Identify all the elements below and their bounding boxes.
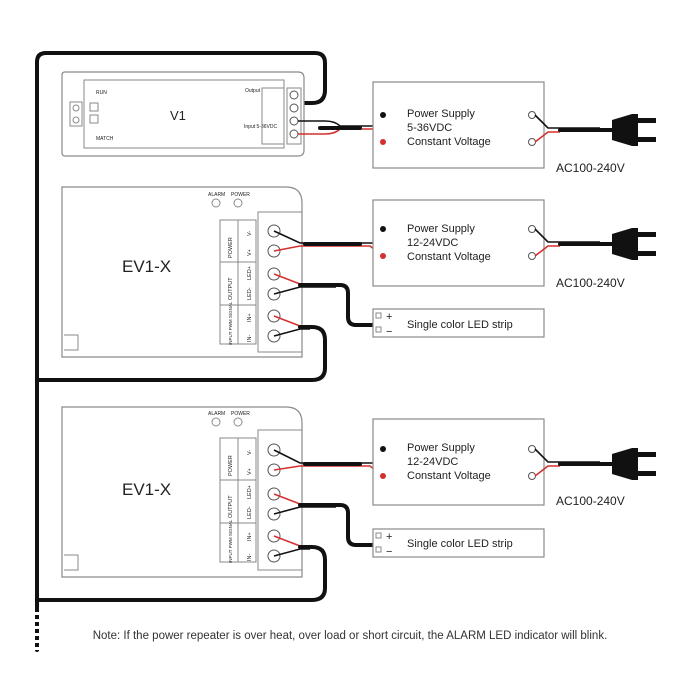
v1-terminal-4 bbox=[289, 129, 299, 139]
ev2-power-led-label: POWER bbox=[231, 411, 250, 417]
ps1-line2: 5-36VDC bbox=[407, 122, 452, 134]
ev1-term-label-in-: IN- bbox=[247, 335, 253, 343]
v1-positive-wire bbox=[298, 128, 383, 143]
ev2-signal-cable bbox=[35, 545, 327, 602]
v1-controller: RUN MATCH V1 Output Input 5-36VDC bbox=[61, 71, 305, 157]
ps2-line3: Constant Voltage bbox=[407, 251, 491, 263]
ev2-term-label-v+: V+ bbox=[247, 468, 253, 475]
ev1x-repeater-2: ALARM POWER EV1-X POWER OUTPUT INPUT PWM… bbox=[61, 406, 303, 578]
ev2-led-cable bbox=[298, 503, 380, 547]
ev2-term-label-in+: IN+ bbox=[247, 532, 253, 541]
ev2-power-group: POWER bbox=[228, 455, 234, 476]
ev1-term-label-led+: LED+ bbox=[247, 266, 253, 280]
ev1-power-group: POWER bbox=[228, 237, 234, 258]
led-strip-1: + − Single color LED strip bbox=[372, 308, 545, 338]
ev2-output-group: OUTPUT bbox=[228, 495, 234, 518]
ps3-ac-label: AC100-240V bbox=[556, 494, 625, 508]
v1-terminal-3 bbox=[289, 116, 299, 126]
ev2-term-label-in-: IN- bbox=[247, 554, 253, 562]
ev1x-repeater-1: ALARM POWER EV1-X POWER OUTPUT INPUT PWM… bbox=[61, 186, 303, 358]
ps1-line3: Constant Voltage bbox=[407, 136, 491, 148]
led-strip-2: + − Single color LED strip bbox=[372, 528, 545, 558]
v1-input-label: Input 5-36VDC bbox=[244, 124, 277, 130]
ps1-ac-wire-black bbox=[534, 114, 600, 129]
ps1-plug-icon bbox=[612, 114, 656, 146]
ps1-ac-label: AC100-240V bbox=[556, 161, 625, 175]
ev2-term-label-v-: V- bbox=[247, 450, 253, 455]
ev1-output-group: OUTPUT bbox=[228, 277, 234, 300]
ps3-ac-wire-red bbox=[534, 465, 560, 477]
ev1-term-label-v+: V+ bbox=[247, 249, 253, 256]
ps3-ac-wire-black bbox=[534, 448, 600, 463]
ev1-term-label-v-: V- bbox=[247, 231, 253, 236]
v1-output-label: Output bbox=[245, 88, 261, 94]
ps3-plug-icon bbox=[612, 448, 656, 480]
ev2-model-label: EV1-X bbox=[122, 480, 171, 499]
led1-label: Single color LED strip bbox=[407, 319, 513, 331]
ev1-signal-cable bbox=[35, 325, 327, 382]
v1-terminal-2 bbox=[289, 103, 299, 113]
ps3-line1: Power Supply bbox=[407, 442, 475, 454]
led2-plus: + bbox=[386, 531, 392, 543]
v1-negative-wire bbox=[298, 120, 380, 127]
v1-run-label: RUN bbox=[96, 90, 107, 96]
v1-model-label: V1 bbox=[170, 108, 186, 123]
ps3-line3: Constant Voltage bbox=[407, 470, 491, 482]
power-supply-3: Power Supply 12-24VDC Constant Voltage bbox=[372, 418, 545, 506]
ps2-line1: Power Supply bbox=[407, 223, 475, 235]
ps1-line1: Power Supply bbox=[407, 108, 475, 120]
v1-terminal-1 bbox=[289, 90, 299, 100]
ev1-input-group: INPUT PWM SIGNAL bbox=[228, 301, 233, 345]
ev1-model-label: EV1-X bbox=[122, 257, 171, 276]
ps2-line2: 12-24VDC bbox=[407, 237, 458, 249]
power-supply-1: Power Supply 5-36VDC Constant Voltage bbox=[372, 81, 545, 169]
ev1-led-cable bbox=[298, 283, 380, 327]
ev1-power-led-label: POWER bbox=[231, 192, 250, 198]
led1-minus: − bbox=[386, 326, 392, 338]
ps2-ac-wire-black bbox=[534, 228, 600, 243]
ps1-ac-wire-red bbox=[534, 131, 560, 143]
led2-minus: − bbox=[386, 546, 392, 558]
power-supply-2: Power Supply 12-24VDC Constant Voltage bbox=[372, 199, 545, 287]
ev1-term-label-led-: LED- bbox=[247, 287, 253, 300]
ps3-line2: 12-24VDC bbox=[407, 456, 458, 468]
ev1-alarm-label: ALARM bbox=[208, 192, 225, 198]
ps2-plug-icon bbox=[612, 228, 656, 260]
ev2-term-label-led-: LED- bbox=[247, 506, 253, 519]
signal-bus-wire bbox=[35, 51, 327, 652]
ev2-input-group: INPUT PWM SIGNAL bbox=[228, 519, 233, 563]
led1-plus: + bbox=[386, 311, 392, 323]
ps2-ac-wire-red bbox=[534, 245, 560, 257]
ev2-term-label-led+: LED+ bbox=[247, 485, 253, 499]
ev2-alarm-label: ALARM bbox=[208, 411, 225, 417]
ps2-ac-label: AC100-240V bbox=[556, 276, 625, 290]
led2-label: Single color LED strip bbox=[407, 538, 513, 550]
alarm-note: Note: If the power repeater is over heat… bbox=[92, 630, 608, 642]
ev1-term-label-in+: IN+ bbox=[247, 313, 253, 322]
v1-match-label: MATCH bbox=[96, 136, 114, 142]
